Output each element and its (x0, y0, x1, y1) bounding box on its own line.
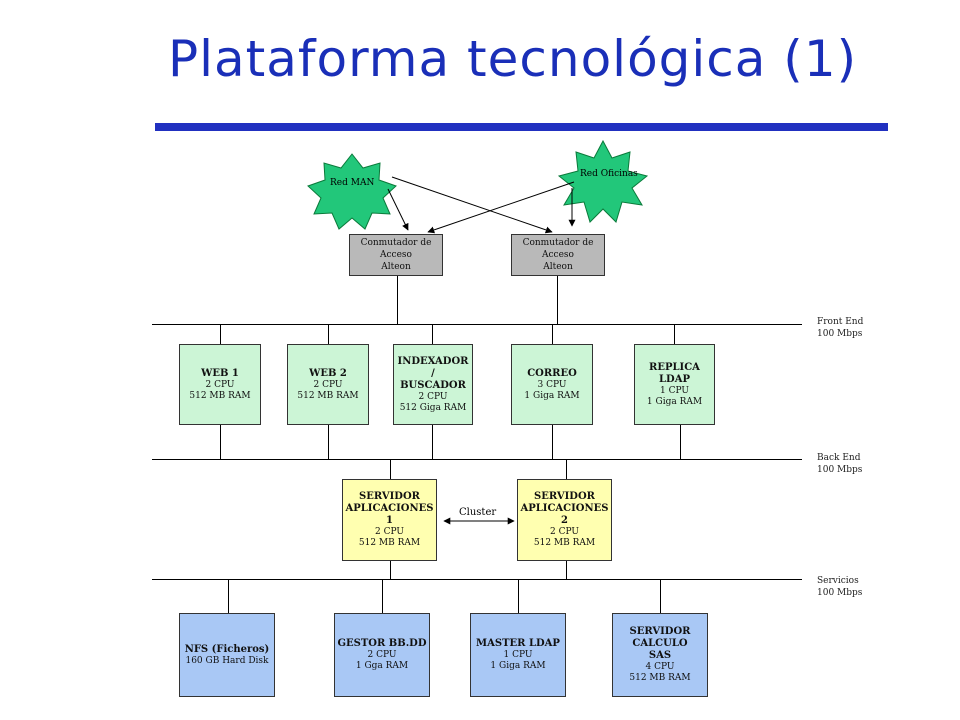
server-web-2: WEB 2 2 CPU 512 MB RAM (287, 344, 369, 425)
server-cpu: 2 CPU (418, 391, 448, 402)
server-ram: 512 MB RAM (297, 390, 359, 401)
connector-line (557, 276, 558, 324)
server-name: SERVIDOR APLICACIONES 1 (345, 491, 434, 526)
server-name: INDEXADOR / BUSCADOR (397, 355, 469, 391)
server-cpu: 2 CPU (205, 379, 235, 390)
server-ram: 1 Gga RAM (355, 661, 409, 671)
server-cpu: 2 CPU (550, 527, 579, 537)
connector-line (566, 459, 567, 479)
cluster-label: Cluster (459, 507, 497, 518)
server-cpu: 1 CPU (660, 385, 689, 396)
page-title: Plataforma tecnológica (1) (168, 30, 858, 88)
bus-speed: 100 Mbps (817, 329, 863, 339)
server-cpu: 2 CPU (367, 650, 397, 660)
title-underline (155, 123, 888, 131)
switch-label-line1: Conmutador de Acceso (360, 238, 432, 260)
connector-line (432, 425, 433, 459)
server-name: WEB 2 (309, 367, 347, 379)
server-ram: 512 Giga RAM (399, 402, 467, 413)
server-name: SERVIDOR CALCULO SAS (629, 626, 691, 661)
server-ram: 1 Giga RAM (490, 661, 546, 671)
bus-name: Front End (817, 317, 864, 327)
server-disk: 160 GB Hard Disk (185, 655, 269, 666)
connector-line (552, 324, 553, 344)
server-ram: 512 MB RAM (629, 673, 691, 683)
server-correo: CORREO 3 CPU 1 Giga RAM (511, 344, 593, 425)
server-cpu: 2 CPU (375, 527, 404, 537)
access-switch-1: Conmutador de Acceso Alteon (349, 234, 443, 276)
connector-line (328, 425, 329, 459)
connector-line (674, 324, 675, 344)
server-gestor-bbdd: GESTOR BB.DD 2 CPU 1 Gga RAM (334, 613, 430, 697)
connector-line (328, 324, 329, 344)
server-master-ldap: MASTER LDAP 1 CPU 1 Giga RAM (470, 613, 566, 697)
bus-speed: 100 Mbps (817, 588, 863, 598)
connector-line (660, 579, 661, 613)
connector-line (220, 425, 221, 459)
server-nfs: NFS (Ficheros) 160 GB Hard Disk (179, 613, 275, 697)
server-cpu: 2 CPU (313, 379, 343, 390)
connector-line (680, 425, 681, 459)
red-oficinas-label: Red Oficinas (580, 169, 638, 179)
server-ram: 1 Giga RAM (646, 396, 703, 407)
back-end-label: Back End 100 Mbps (817, 452, 862, 476)
connector-line (390, 459, 391, 479)
server-ram: 512 MB RAM (189, 390, 251, 401)
connector-line (518, 579, 519, 613)
server-ram: 512 MB RAM (358, 538, 421, 548)
server-cpu: 1 CPU (503, 650, 533, 660)
server-name: REPLICA LDAP (649, 361, 700, 385)
server-name: CORREO (527, 367, 577, 379)
access-switch-2: Conmutador de Acceso Alteon (511, 234, 605, 276)
servicios-bus (152, 579, 802, 580)
server-aplicaciones-2: SERVIDOR APLICACIONES 2 2 CPU 512 MB RAM (517, 479, 612, 561)
servicios-label: Servicios 100 Mbps (817, 575, 862, 599)
connector-line (552, 425, 553, 459)
server-replica-ldap: REPLICA LDAP 1 CPU 1 Giga RAM (634, 344, 715, 425)
server-aplicaciones-1: SERVIDOR APLICACIONES 1 2 CPU 512 MB RAM (342, 479, 437, 561)
connector-line (397, 276, 398, 324)
red-oficinas-cloud-icon (557, 139, 649, 223)
red-man-label: Red MAN (330, 178, 375, 188)
server-cpu: 3 CPU (537, 379, 567, 390)
server-indexador-buscador: INDEXADOR / BUSCADOR 2 CPU 512 Giga RAM (393, 344, 473, 425)
server-web-1: WEB 1 2 CPU 512 MB RAM (179, 344, 261, 425)
server-ram: 512 MB RAM (533, 538, 596, 548)
connector-line (566, 561, 567, 579)
server-name: SERVIDOR APLICACIONES 2 (520, 491, 609, 526)
server-name: NFS (Ficheros) (184, 643, 270, 655)
server-calculo-sas: SERVIDOR CALCULO SAS 4 CPU 512 MB RAM (612, 613, 708, 697)
server-name: MASTER LDAP (476, 638, 560, 649)
front-end-bus (152, 324, 802, 325)
server-ram: 1 Giga RAM (524, 390, 580, 401)
bus-name: Back End (817, 453, 861, 463)
front-end-label: Front End 100 Mbps (817, 316, 863, 340)
switch-label-line1: Conmutador de Acceso (522, 238, 594, 260)
server-name: WEB 1 (201, 367, 239, 379)
connector-line (432, 324, 433, 344)
red-man-cloud-icon (307, 153, 397, 230)
server-name: GESTOR BB.DD (337, 638, 427, 649)
back-end-bus (152, 459, 802, 460)
switch-label-line2: Alteon (381, 262, 411, 272)
switch-label-line2: Alteon (543, 262, 573, 272)
bus-speed: 100 Mbps (817, 465, 863, 475)
connector-line (228, 579, 229, 613)
server-cpu: 4 CPU (645, 662, 675, 672)
bus-name: Servicios (817, 576, 859, 586)
connector-line (382, 579, 383, 613)
connector-line (390, 561, 391, 579)
connector-line (220, 324, 221, 344)
